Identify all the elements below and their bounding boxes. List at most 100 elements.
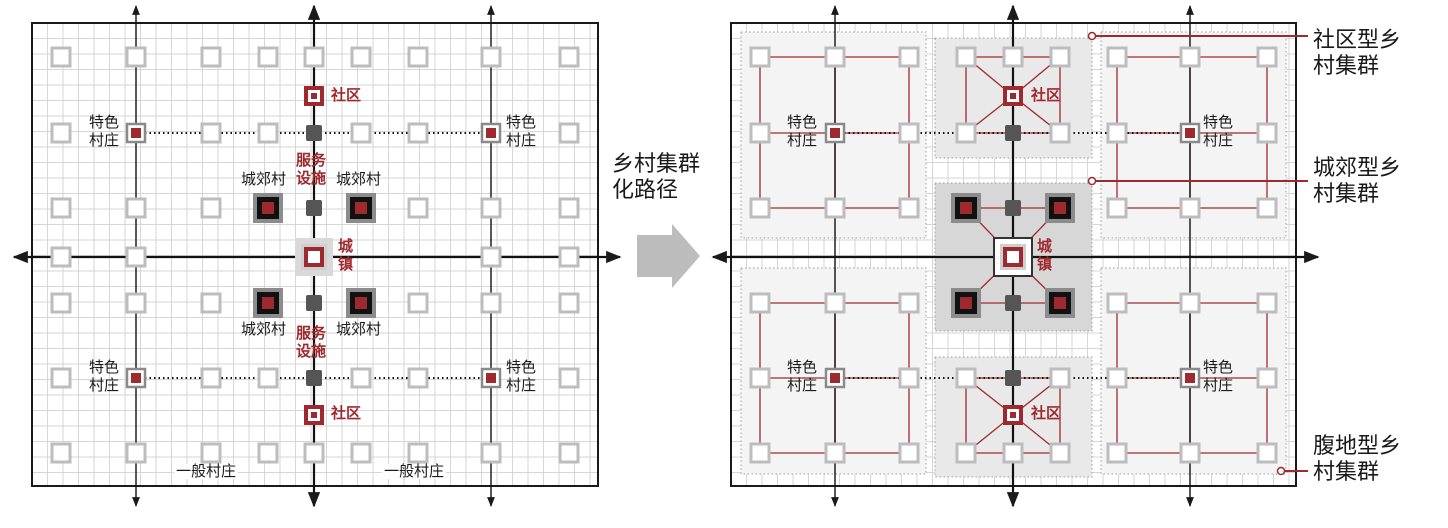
- village-node: [1256, 292, 1278, 314]
- right-special-label-br: 特色 村庄: [1203, 358, 1234, 394]
- village-node: [1256, 367, 1278, 389]
- legend-leaders: [1087, 31, 1308, 476]
- village-node: [749, 197, 771, 219]
- village-node: [898, 367, 920, 389]
- village-node: [1049, 46, 1071, 68]
- village-node: [955, 442, 977, 464]
- village-node: [50, 367, 72, 389]
- village-node: [480, 197, 502, 219]
- village-node: [1179, 292, 1201, 314]
- community-node-core: [1010, 412, 1016, 418]
- village-node: [50, 122, 72, 144]
- village-node: [898, 197, 920, 219]
- village-node: [125, 197, 147, 219]
- periurban-node-core: [960, 202, 972, 214]
- periurban-node-core: [1054, 202, 1066, 214]
- village-node: [125, 442, 147, 464]
- right-special-label-bl: 特色 村庄: [787, 358, 818, 394]
- village-node: [407, 46, 429, 68]
- periurban-node-core: [355, 202, 367, 214]
- periurban-node-core: [355, 297, 367, 309]
- right-special-label-tr: 特色 村庄: [1203, 113, 1234, 149]
- service-node: [306, 125, 322, 141]
- legend-periurban-cluster: 城郊型乡 村集群: [1313, 156, 1402, 208]
- special-village-core: [131, 373, 141, 383]
- village-node: [1179, 197, 1201, 219]
- left-special-label-bl: 特色 村庄: [89, 358, 120, 394]
- left-network: [12, 4, 622, 508]
- village-node: [1106, 442, 1128, 464]
- left-general-label-left: 一般村庄: [174, 462, 239, 480]
- village-node: [200, 292, 222, 314]
- special-village-core: [1185, 373, 1195, 383]
- legend-community-cluster: 社区型乡 村集群: [1313, 28, 1402, 80]
- community-node-core: [311, 412, 317, 418]
- town-node-core: [1007, 251, 1019, 263]
- village-node: [1106, 197, 1128, 219]
- village-node: [558, 367, 580, 389]
- special-village-core: [830, 373, 840, 383]
- legend-hinterland-cluster: 腹地型乡 村集群: [1313, 434, 1402, 486]
- village-node: [257, 442, 279, 464]
- periurban-node-core: [262, 202, 274, 214]
- village-node: [1002, 46, 1024, 68]
- service-node: [1005, 370, 1021, 386]
- village-node: [749, 292, 771, 314]
- service-node: [306, 370, 322, 386]
- periurban-node-core: [960, 297, 972, 309]
- village-node: [749, 122, 771, 144]
- right-community-label-bottom: 社区: [1031, 404, 1062, 422]
- village-node: [1256, 442, 1278, 464]
- right-town-label: 城 镇: [1037, 237, 1053, 273]
- village-node: [558, 197, 580, 219]
- service-node: [306, 295, 322, 311]
- special-village-core: [830, 128, 840, 138]
- village-node: [558, 46, 580, 68]
- village-node: [50, 246, 72, 268]
- village-node: [955, 46, 977, 68]
- village-node: [558, 442, 580, 464]
- left-periurban-label-br: 城郊村: [336, 320, 382, 338]
- periurban-node-core: [262, 297, 274, 309]
- village-node: [1179, 442, 1201, 464]
- village-node: [480, 46, 502, 68]
- village-node: [50, 292, 72, 314]
- village-node: [898, 46, 920, 68]
- left-town-label: 城 镇: [338, 237, 354, 273]
- town-node-core: [308, 251, 320, 263]
- village-node: [824, 292, 846, 314]
- legend-leader-dot: [1276, 466, 1286, 476]
- village-node: [350, 46, 372, 68]
- service-node: [1005, 125, 1021, 141]
- village-node: [1106, 46, 1128, 68]
- village-node: [257, 46, 279, 68]
- village-node: [50, 442, 72, 464]
- legend-leader-dot: [1087, 176, 1097, 186]
- village-node: [200, 367, 222, 389]
- village-node: [1049, 442, 1071, 464]
- village-node: [898, 122, 920, 144]
- village-node: [125, 246, 147, 268]
- village-node: [200, 122, 222, 144]
- village-node: [200, 46, 222, 68]
- village-node: [200, 442, 222, 464]
- village-node: [407, 122, 429, 144]
- village-node: [558, 246, 580, 268]
- village-node: [200, 197, 222, 219]
- village-node: [898, 292, 920, 314]
- left-special-label-br: 特色 村庄: [506, 358, 537, 394]
- left-periurban-label-tl: 城郊村: [241, 170, 287, 188]
- village-node: [125, 292, 147, 314]
- village-node: [1049, 367, 1071, 389]
- right-arrow-icon: [637, 224, 700, 288]
- community-node-core: [1010, 93, 1016, 99]
- special-village-core: [486, 128, 496, 138]
- community-node-core: [311, 93, 317, 99]
- special-village-core: [1185, 128, 1195, 138]
- village-node: [125, 46, 147, 68]
- village-node: [898, 442, 920, 464]
- village-node: [480, 292, 502, 314]
- left-community-label-top: 社区: [331, 86, 362, 104]
- right-community-label-top: 社区: [1031, 86, 1062, 104]
